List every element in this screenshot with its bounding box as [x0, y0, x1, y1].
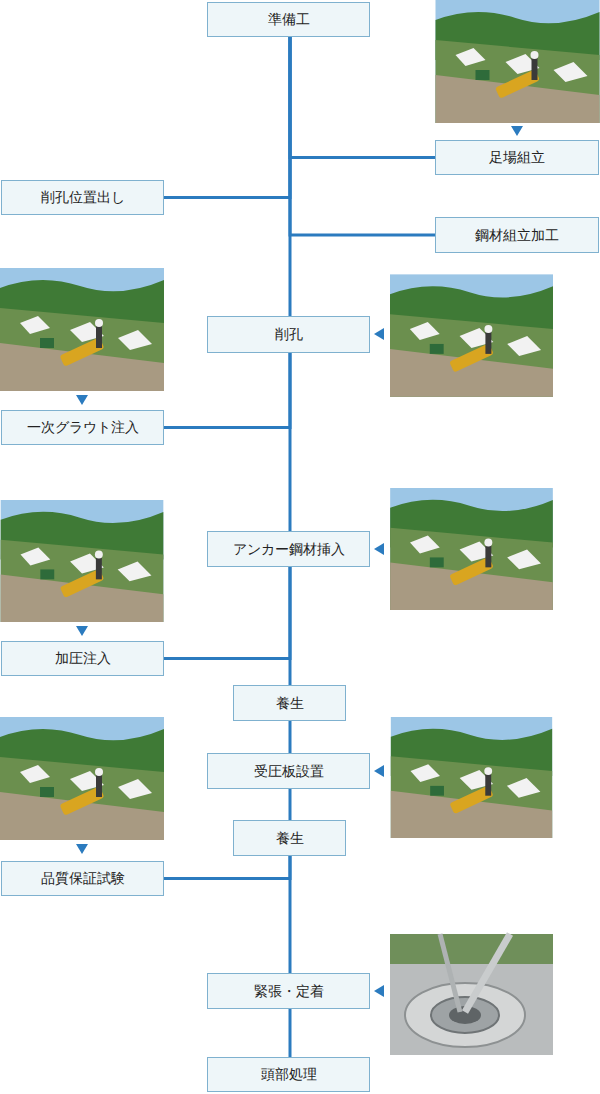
photo-pointer [76, 626, 88, 636]
step-label: 養生 [276, 830, 304, 847]
process-box: 養生 [233, 685, 346, 721]
flow-line [289, 856, 292, 973]
step-label: 足場組立 [489, 149, 545, 166]
site-photo [390, 274, 553, 396]
site-photo [0, 268, 164, 391]
flow-line [289, 789, 292, 820]
site-photo [436, 0, 600, 123]
anchor-head-photo [390, 934, 553, 1055]
step-label: 緊張・定着 [254, 983, 324, 1000]
photo-pointer [374, 328, 384, 340]
photo-pointer [374, 765, 384, 777]
process-box: 品質保証試験 [1, 861, 164, 896]
process-box: 受圧板設置 [207, 753, 370, 789]
site-photo [390, 488, 553, 610]
process-box: 削孔位置出し [1, 180, 164, 215]
photo-pointer [76, 844, 88, 854]
flow-line [164, 567, 290, 659]
flow-line [164, 856, 290, 879]
process-box: 削孔 [207, 316, 370, 353]
process-box: 加圧注入 [1, 641, 164, 676]
process-box: 養生 [233, 820, 346, 856]
step-label: アンカー鋼材挿入 [233, 541, 345, 558]
process-box: 準備工 [207, 2, 370, 37]
process-box: アンカー鋼材挿入 [207, 531, 370, 567]
flow-line [164, 353, 290, 428]
flow-line [289, 1009, 292, 1057]
photo-pointer [374, 985, 384, 997]
photo-pointer [76, 395, 88, 405]
flow-line [164, 37, 290, 198]
flow-line [289, 353, 292, 531]
site-photo [0, 717, 164, 840]
process-box: 鋼材組立加工 [435, 217, 599, 253]
step-label: 加圧注入 [55, 650, 111, 667]
photo-pointer [511, 126, 523, 136]
process-box: 足場組立 [435, 140, 599, 175]
step-label: 一次グラウト注入 [27, 419, 139, 436]
site-photo [391, 717, 552, 838]
step-label: 養生 [276, 695, 304, 712]
flow-line [289, 567, 292, 685]
process-box: 一次グラウト注入 [1, 410, 164, 445]
step-label: 受圧板設置 [254, 763, 324, 780]
process-box: 頭部処理 [207, 1057, 370, 1092]
step-label: 削孔位置出し [41, 189, 125, 206]
site-photo [1, 500, 164, 622]
flow-line [289, 721, 292, 753]
flow-line [290, 37, 435, 158]
step-label: 品質保証試験 [41, 870, 125, 887]
step-label: 準備工 [268, 11, 310, 28]
step-label: 頭部処理 [261, 1066, 317, 1083]
flow-line [290, 37, 435, 235]
process-box: 緊張・定着 [207, 973, 370, 1009]
photo-pointer [374, 543, 384, 555]
step-label: 鋼材組立加工 [475, 227, 559, 244]
step-label: 削孔 [275, 326, 303, 343]
